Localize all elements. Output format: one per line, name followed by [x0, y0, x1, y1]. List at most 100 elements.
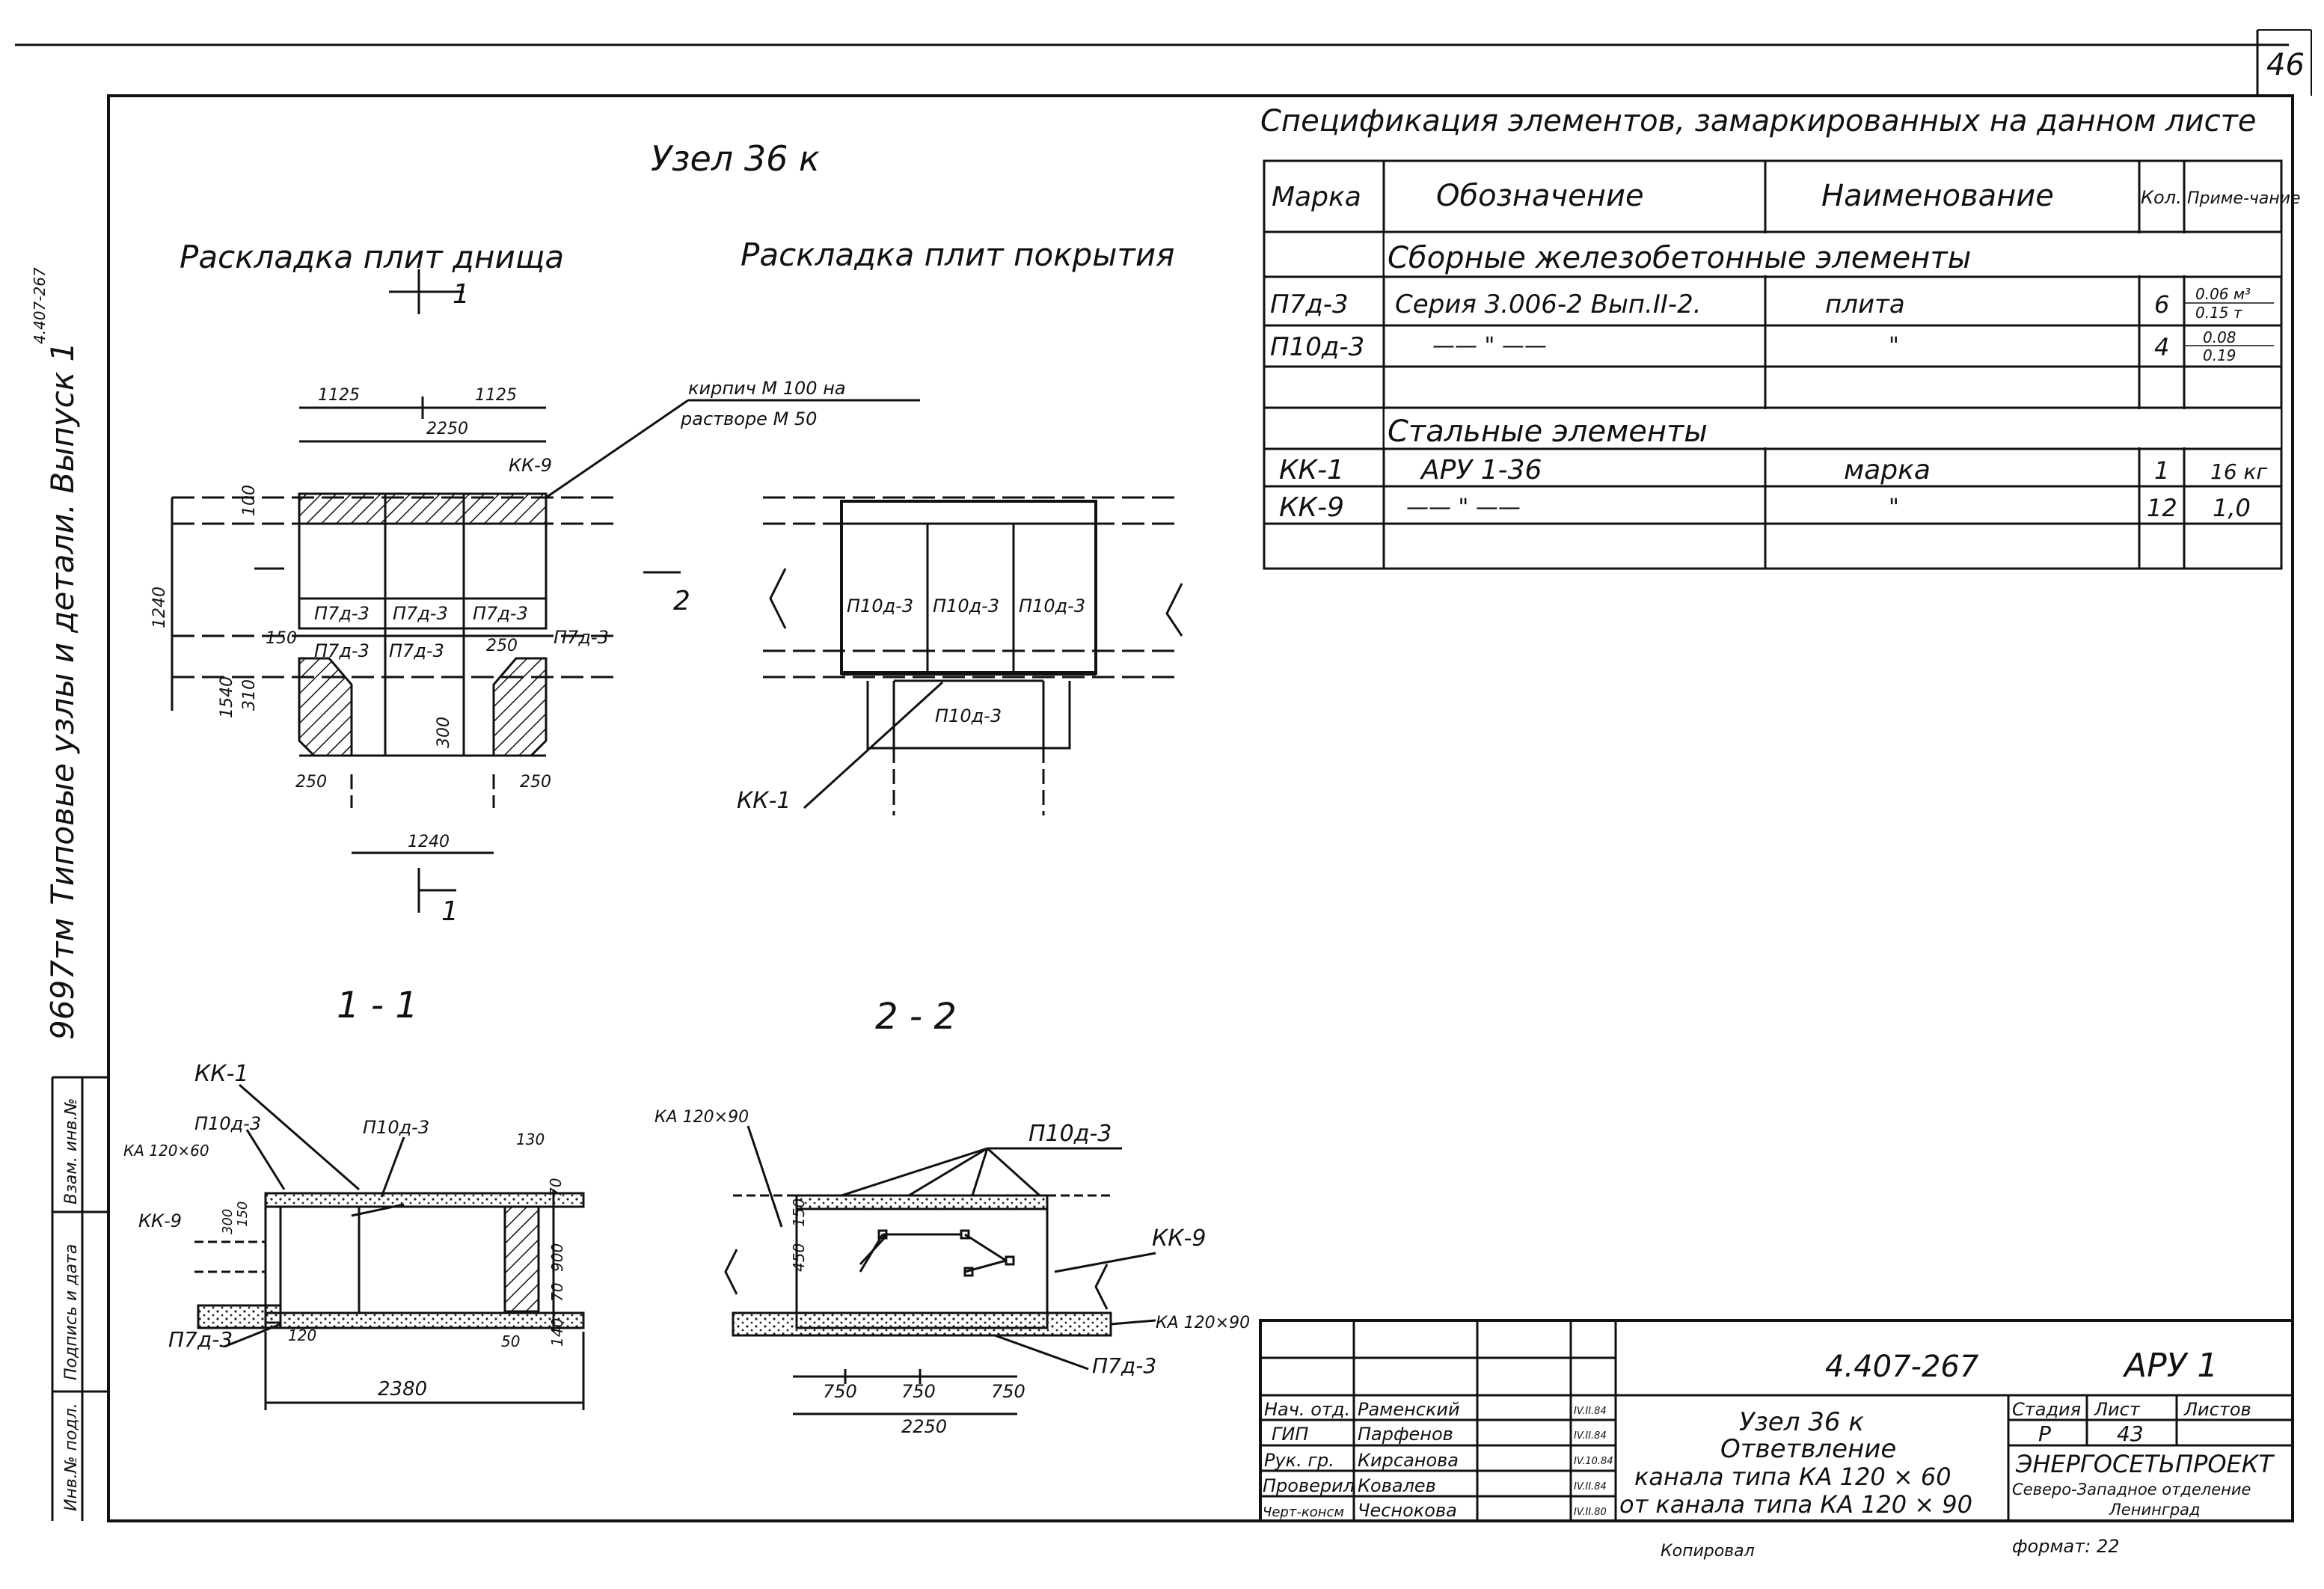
tb-date-2: IV.II.84	[1574, 1430, 1607, 1442]
cut-mark-1-top: 1	[453, 279, 470, 310]
tb-role-5: Черт-консм	[1263, 1504, 1344, 1520]
bottom-plan-drawing	[171, 269, 920, 913]
tb-org-2: Северо-Западное отделение	[2012, 1481, 2251, 1498]
bottom-plan-dimensions: 1125 1125 2250 1240 150 1540 250 250 124…	[150, 386, 551, 851]
dim-250-right: 250	[520, 773, 551, 792]
tb-date-4: IV.II.84	[1574, 1481, 1607, 1492]
s22-ka120x90-right: КА 120×90	[1156, 1314, 1250, 1332]
section-2-title: 2 - 2	[875, 996, 957, 1038]
tb-date-5: IV.II.80	[1574, 1507, 1607, 1518]
s22-dim-750-3: 750	[991, 1381, 1025, 1402]
sheet-frame	[15, 29, 2312, 1522]
spec-row2-qty: 4	[2154, 333, 2169, 361]
dim-1125-right: 1125	[475, 386, 517, 405]
spec-row1-note2: 0.15 т	[2195, 304, 2243, 322]
section-2-2-drawing	[724, 1125, 1156, 1415]
sheet-number: 46	[2266, 48, 2305, 82]
spec-header-designation: Обозначение	[1436, 179, 1644, 213]
spec-header-qty: Кол.	[2141, 187, 2182, 208]
cut-mark-1-bottom: 1	[441, 896, 459, 927]
stamp-cell-sign: Подпись и дата	[62, 1244, 81, 1380]
spec-header-note: Приме-чание	[2187, 189, 2301, 208]
dim-1125-left: 1125	[318, 386, 360, 405]
s11-dim-300: 300	[220, 1209, 236, 1234]
spec-row2-name: "	[1889, 333, 1899, 359]
node-title: Узел 36 к	[651, 138, 820, 179]
s11-dim-140: 140	[548, 1318, 566, 1347]
tb-role-1: Нач. отд.	[1264, 1399, 1350, 1420]
s11-p10-left: П10д-3	[194, 1113, 261, 1134]
s11-kk9: КК-9	[138, 1210, 182, 1231]
s11-dim-70b: 70	[548, 1283, 566, 1302]
dim-100: 100	[240, 485, 259, 516]
dim-1540: 1540	[218, 676, 236, 718]
spec-row1-designation: Серия 3.006-2 Вып.II-2.	[1395, 290, 1702, 319]
label-p7-4: П7д-3	[554, 627, 609, 648]
tb-title-4: от канала типа КА 120 × 90	[1619, 1490, 1972, 1519]
spec-row4-qty: 12	[2147, 494, 2177, 522]
s11-dim-150: 150	[235, 1201, 251, 1227]
stamp-cell-replace: Взам. инв.№	[62, 1098, 81, 1204]
tb-sheets-label: Листов	[2183, 1399, 2251, 1420]
label-p7-1: П7д-3	[314, 603, 370, 624]
brick-note-line2: растворе М 50	[680, 408, 817, 429]
s11-p7: П7д-3	[168, 1327, 233, 1352]
s22-kk9: КК-9	[1152, 1225, 1207, 1252]
tb-org-1: ЭНЕРГОСЕТЬПРОЕКТ	[2015, 1450, 2275, 1478]
s11-p10-right: П10д-3	[363, 1117, 429, 1138]
spec-row2-mark: П10д-3	[1270, 332, 1364, 362]
s11-dim-50: 50	[501, 1332, 520, 1350]
tb-stage: Р	[2038, 1421, 2051, 1446]
s11-dim-900: 900	[548, 1243, 566, 1272]
tb-title-2: Ответвление	[1720, 1434, 1896, 1464]
title-block-grid	[1259, 1319, 2294, 1522]
spec-row3-mark: КК-1	[1279, 455, 1344, 486]
s22-p10: П10д-3	[1028, 1121, 1112, 1147]
label-p7-3: П7д-3	[473, 603, 528, 624]
margin-doc-code: 4.407-267	[31, 267, 49, 344]
s11-kk1: КК-1	[194, 1061, 249, 1087]
tb-title-1: Узел 36 к	[1739, 1407, 1864, 1437]
left-margin-stamp	[51, 1076, 108, 1521]
tb-name-3: Кирсанова	[1358, 1450, 1459, 1471]
tb-org-3: Ленинград	[2109, 1501, 2201, 1519]
tb-format: формат: 22	[2012, 1536, 2119, 1557]
spec-row1-name: плита	[1825, 290, 1905, 319]
spec-row3-name: марка	[1844, 455, 1931, 486]
s11-dim-2380: 2380	[378, 1378, 427, 1400]
tb-role-2: ГИП	[1272, 1424, 1308, 1445]
tb-sheet-label: Лист	[2094, 1399, 2141, 1420]
spec-group-precast: Сборные железобетонные элементы	[1388, 241, 1971, 275]
label-p7-6: П7д-3	[389, 640, 444, 661]
s22-dim-750-2: 750	[901, 1381, 936, 1402]
s11-ka120x60: КА 120×60	[123, 1142, 209, 1160]
top-plan-drawing	[763, 496, 1183, 815]
s11-dim-70: 70	[547, 1178, 565, 1197]
s22-dim-150: 150	[790, 1198, 808, 1227]
section-1-1-drawing	[194, 1083, 585, 1410]
margin-series: 9697тм	[44, 918, 81, 1040]
tb-role-4: Проверил	[1263, 1475, 1355, 1496]
tb-date-1: IV.II.84	[1574, 1406, 1607, 1417]
tb-title-3: канала типа КА 120 × 60	[1634, 1463, 1952, 1491]
dim-250-left: 250	[295, 773, 327, 792]
dim-1240-vertical: 1240	[150, 587, 169, 628]
tb-stage-label: Стадия	[2012, 1399, 2081, 1420]
spec-row2-note2: 0.19	[2203, 346, 2236, 364]
label-p10-1: П10д-3	[847, 596, 913, 616]
spec-header-mark: Марка	[1272, 182, 1361, 212]
spec-header-name: Наименование	[1821, 179, 2054, 213]
spec-group-steel: Стальные элементы	[1388, 414, 1708, 449]
tb-date-3: IV.10.84	[1574, 1456, 1613, 1467]
margin-title: Типовые узлы и детали. Выпуск 1	[44, 342, 81, 905]
spec-row3-note: 16 кг	[2210, 459, 2267, 484]
label-p10-2: П10д-3	[933, 596, 999, 616]
top-layout-title: Раскладка плит покрытия	[741, 236, 1174, 273]
dim-250-mid: 250	[486, 637, 518, 655]
label-p10-4: П10д-3	[935, 705, 1002, 726]
s22-dim-450: 450	[790, 1243, 808, 1272]
stamp-cell-inv: Инв.№ подл.	[62, 1403, 81, 1511]
spec-row2-designation: —— " ——	[1432, 333, 1547, 359]
spec-row2-note1: 0.08	[2203, 328, 2236, 346]
